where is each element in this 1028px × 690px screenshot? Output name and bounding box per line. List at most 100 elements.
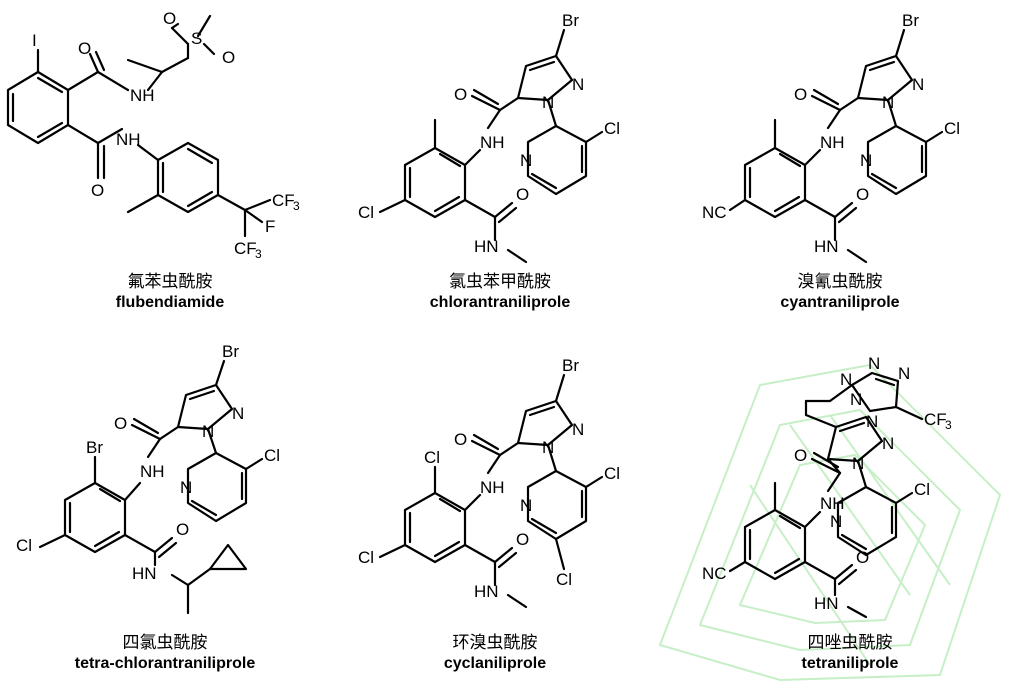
atom-O: O [856, 548, 869, 567]
atom-O: O [856, 185, 869, 204]
atom-F: F [265, 217, 275, 236]
compound-name-cn: 氟苯虫酰胺 [127, 272, 213, 292]
compound-chlorantraniliprole: Br N N O NH Cl N Cl O HN 氯虫苯甲酰胺 chlorant… [350, 0, 680, 340]
atom-O: O [114, 414, 127, 433]
compound-caption: 四氯虫酰胺 tetra-chlorantraniliprole [30, 633, 300, 674]
atom-O: O [794, 85, 807, 104]
atom-Cl: Cl [604, 119, 620, 138]
compound-name-cn: 四唑虫酰胺 [807, 633, 893, 653]
atom-N: N [572, 75, 584, 94]
atom-NH: NH [116, 130, 141, 149]
compound-flubendiamide: I O NH S O O NH O CF 3 F CF 3 氟苯虫酰胺 flub… [0, 0, 340, 340]
atom-Br: Br [222, 342, 239, 361]
atom-NH: NH [140, 462, 165, 481]
atom-O: O [222, 48, 235, 67]
atom-N: N [882, 93, 894, 112]
compound-name-en: flubendiamide [115, 294, 225, 312]
atom-O: O [454, 85, 467, 104]
atom-NH: NH [820, 133, 845, 152]
atom-subscript: 3 [255, 247, 262, 261]
atom-Br: Br [902, 11, 919, 30]
atom-N: N [520, 496, 532, 515]
compound-caption: 氯虫苯甲酰胺 chlorantraniliprole [390, 272, 610, 313]
compound-tetra-chlorantraniliprole: Br N N O Br NH Cl N Cl O HN 四氯虫酰胺 tetra-… [0, 342, 340, 690]
compound-caption: 溴氰虫酰胺 cyantraniliprole [740, 272, 940, 313]
atom-O: O [78, 39, 91, 58]
atom-NH: NH [820, 494, 845, 513]
compound-name-cn: 四氯虫酰胺 [122, 633, 208, 653]
atom-HN: HN [474, 237, 499, 256]
atom-NH: NH [480, 478, 505, 497]
compound-cyantraniliprole: Br N N O NH Cl N NC O HN 溴氰虫酰胺 cyantrani… [690, 0, 1020, 340]
atom-Cl: Cl [944, 119, 960, 138]
atom-subscript: 3 [293, 199, 300, 213]
atom-CF3: CF [272, 191, 295, 210]
compound-name-en: tetra-chlorantraniliprole [74, 655, 256, 673]
structure-cyclaniliprole: Br N N O Cl NH Cl N Cl Cl O HN [358, 356, 620, 609]
compound-name-en: tetraniliprole [801, 655, 899, 673]
atom-NH: NH [130, 86, 155, 105]
compound-name-en: chlorantraniliprole [429, 294, 571, 312]
atom-N: N [572, 420, 584, 439]
atom-subscript: 3 [945, 418, 952, 432]
compound-name-en: cyantraniliprole [780, 294, 900, 312]
atom-N: N [898, 364, 910, 383]
structure-tetra-chlorantraniliprole: Br N N O Br NH Cl N Cl O HN [16, 342, 280, 615]
atom-N: N [542, 93, 554, 112]
compound-name-en: cyclaniliprole [443, 655, 547, 673]
atom-O: O [163, 9, 176, 28]
compound-caption: 环溴虫酰胺 cyclaniliprole [395, 633, 595, 674]
compound-caption: 四唑虫酰胺 tetraniliprole [750, 633, 950, 674]
atom-O: O [91, 181, 104, 200]
atom-N: N [852, 454, 864, 473]
atom-HN: HN [814, 237, 839, 256]
atom-N: N [912, 75, 924, 94]
atom-NC: NC [702, 203, 727, 222]
atom-N: N [860, 151, 872, 170]
atom-NH: NH [480, 133, 505, 152]
structure-flubendiamide: I O NH S O O NH O CF 3 F CF 3 [6, 9, 300, 261]
atom-O: O [794, 446, 807, 465]
atom-CF3: CF [924, 410, 947, 429]
atom-N: N [882, 434, 894, 453]
atom-N: N [830, 512, 842, 531]
atom-I: I [32, 31, 37, 50]
atom-CF3: CF [234, 239, 257, 258]
atom-Br: Br [86, 438, 103, 457]
compound-name-cn: 溴氰虫酰胺 [797, 272, 883, 292]
atom-Cl: Cl [264, 446, 280, 465]
atom-Cl: Cl [556, 570, 572, 589]
compound-name-cn: 氯虫苯甲酰胺 [449, 272, 551, 292]
atom-N: N [866, 412, 878, 431]
atom-N: N [520, 151, 532, 170]
compound-caption: 氟苯虫酰胺 flubendiamide [80, 272, 260, 313]
atom-N: N [180, 478, 192, 497]
atom-NC: NC [702, 564, 727, 583]
structure-cyantraniliprole: Br N N O NH Cl N NC O HN [702, 11, 960, 264]
structure-chlorantraniliprole: Br N N O NH Cl N Cl O HN [358, 11, 620, 264]
atom-N: N [202, 422, 214, 441]
atom-Cl: Cl [424, 448, 440, 467]
atom-HN: HN [474, 582, 499, 601]
atom-Cl: Cl [358, 548, 374, 567]
structure-tetraniliprole: N N N N N CF 3 N N O NH Cl N NC O HN [702, 354, 952, 619]
atom-O: O [516, 185, 529, 204]
atom-Br: Br [562, 11, 579, 30]
atom-Cl: Cl [604, 464, 620, 483]
atom-Cl: Cl [16, 536, 32, 555]
atom-N: N [850, 390, 862, 409]
atom-N: N [840, 370, 852, 389]
compound-tetraniliprole: N N N N N CF 3 N N O NH Cl N NC O HN 四唑虫… [690, 345, 1028, 690]
atom-O: O [516, 530, 529, 549]
atom-O: O [454, 430, 467, 449]
atom-HN: HN [132, 564, 157, 583]
atom-N: N [232, 404, 244, 423]
atom-Br: Br [562, 356, 579, 375]
atom-O: O [176, 520, 189, 539]
atom-N: N [868, 354, 880, 373]
atom-N: N [542, 438, 554, 457]
compound-cyclaniliprole: Br N N O Cl NH Cl N Cl Cl O HN 环溴虫酰胺 cyc… [350, 345, 680, 690]
atom-Cl: Cl [914, 480, 930, 499]
atom-HN: HN [814, 594, 839, 613]
